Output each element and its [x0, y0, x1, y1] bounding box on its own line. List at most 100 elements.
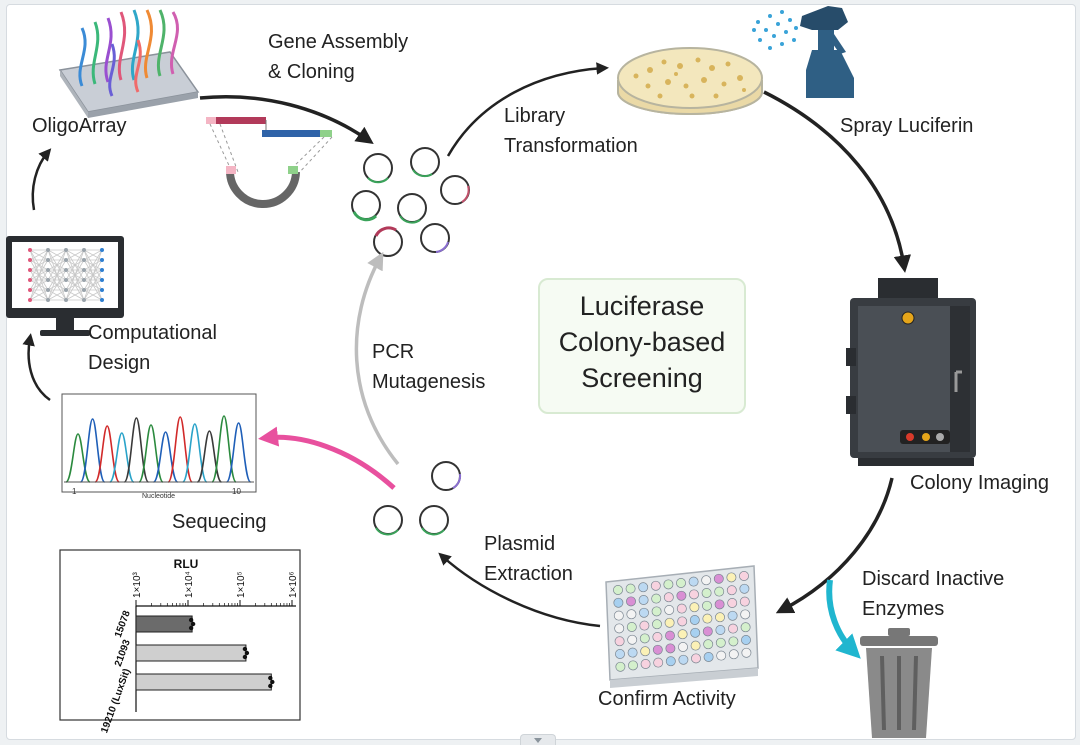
- rlu-replicate-point: [244, 650, 250, 656]
- plate-well: [713, 573, 724, 584]
- plate-well: [653, 657, 664, 668]
- plate-well: [741, 647, 752, 658]
- plate-well: [626, 622, 637, 632]
- plate-well: [640, 646, 651, 657]
- rlu-replicate-point: [242, 654, 248, 660]
- rlu-chart-title: RLU: [174, 557, 199, 571]
- plate-well: [690, 627, 701, 638]
- plate-well: [652, 644, 663, 655]
- rlu-replicate-point: [242, 646, 248, 652]
- plate-well: [702, 613, 713, 624]
- network-node: [82, 288, 86, 292]
- plate-well: [677, 629, 688, 640]
- label-discard-inactive: Discard Inactive Enzymes: [862, 568, 1005, 620]
- network-node: [100, 258, 104, 262]
- plate-well: [626, 609, 637, 620]
- network-node: [64, 288, 68, 292]
- plate-well: [625, 583, 636, 594]
- network-node: [100, 298, 104, 302]
- network-node: [46, 258, 50, 262]
- rlu-bar: [135, 644, 247, 662]
- plate-well: [665, 643, 676, 654]
- rlu-replicate-point: [270, 679, 275, 685]
- plate-well: [663, 579, 674, 590]
- plasmid-cluster-top: [351, 147, 470, 257]
- arrow-library-transformation: [446, 62, 609, 157]
- rlu-replicate-point: [188, 617, 194, 623]
- chromatogram-peak: [65, 433, 91, 483]
- network-node: [64, 268, 68, 272]
- label-library-transformation: Library Transformation: [504, 105, 638, 157]
- plate-well: [639, 633, 650, 644]
- network-node: [82, 298, 86, 302]
- chromatogram-axis-label: Nucleotide: [142, 493, 175, 500]
- well-plate-icon: [605, 565, 759, 688]
- network-node: [46, 288, 50, 292]
- label-oligoarray: OligoArray: [32, 115, 127, 137]
- arrow-to-computational: [22, 333, 51, 402]
- network-node: [100, 248, 104, 252]
- network-node: [82, 258, 86, 262]
- plate-well: [739, 583, 750, 594]
- plate-well: [664, 605, 675, 615]
- plate-well: [628, 660, 638, 671]
- rlu-bar: [135, 615, 193, 633]
- network-node: [64, 298, 68, 302]
- plate-well: [665, 630, 675, 641]
- network-node: [100, 268, 104, 272]
- network-node: [28, 288, 32, 292]
- network-node: [28, 268, 32, 272]
- plate-well: [739, 571, 749, 581]
- arrow-pcr-mutagenesis: [354, 251, 400, 466]
- plate-well: [651, 606, 662, 617]
- label-sequencing: Sequecing: [172, 511, 267, 533]
- oligoarray-icon: [58, 9, 200, 118]
- plate-well: [703, 652, 714, 662]
- gene-assembly-icon: [206, 117, 333, 208]
- plate-well: [627, 634, 638, 645]
- rlu-replicate-point: [190, 621, 196, 627]
- network-node: [46, 278, 50, 282]
- plate-well: [727, 610, 738, 621]
- center-title-box: Luciferase Colony-based Screening: [538, 278, 746, 414]
- label-computational-design: Computational Design: [88, 322, 217, 374]
- network-node: [100, 288, 104, 292]
- rlu-tick-label: 1×10⁶: [288, 571, 299, 598]
- plate-well: [676, 578, 686, 588]
- plate-well: [688, 576, 699, 587]
- plate-well: [613, 610, 624, 621]
- arrow-discard: [826, 579, 861, 659]
- plate-well: [741, 635, 751, 645]
- rlu-tick-label: 1×10³: [132, 571, 143, 598]
- arrow-to-oligoarray: [31, 148, 52, 211]
- plate-well: [678, 654, 689, 665]
- scroll-down-tab[interactable]: [520, 734, 556, 745]
- network-node: [28, 298, 32, 302]
- arrow-sequencing: [258, 426, 396, 490]
- plate-well: [691, 653, 701, 664]
- plate-well: [714, 586, 725, 597]
- plate-well: [703, 639, 714, 650]
- plate-well: [664, 617, 675, 628]
- chromatogram-peak: [109, 432, 135, 483]
- chromatogram-peak: [225, 422, 252, 483]
- network-node: [64, 248, 68, 252]
- plate-well: [714, 599, 725, 610]
- plate-well: [740, 609, 751, 620]
- plate-well: [650, 580, 661, 591]
- plate-well: [689, 589, 699, 600]
- network-node: [28, 248, 32, 252]
- rlu-replicate-point: [268, 675, 273, 681]
- network-node: [82, 268, 86, 272]
- plate-well: [715, 612, 725, 623]
- monitor-icon: [6, 236, 124, 336]
- plate-well: [638, 582, 649, 593]
- plate-well: [726, 572, 737, 583]
- trash-can-icon: [860, 628, 938, 738]
- label-plasmid-extraction: Plasmid Extraction: [484, 533, 573, 585]
- petri-dish-icon: [617, 47, 763, 115]
- plate-well: [613, 585, 623, 595]
- arrow-plasmid-extraction: [438, 552, 601, 628]
